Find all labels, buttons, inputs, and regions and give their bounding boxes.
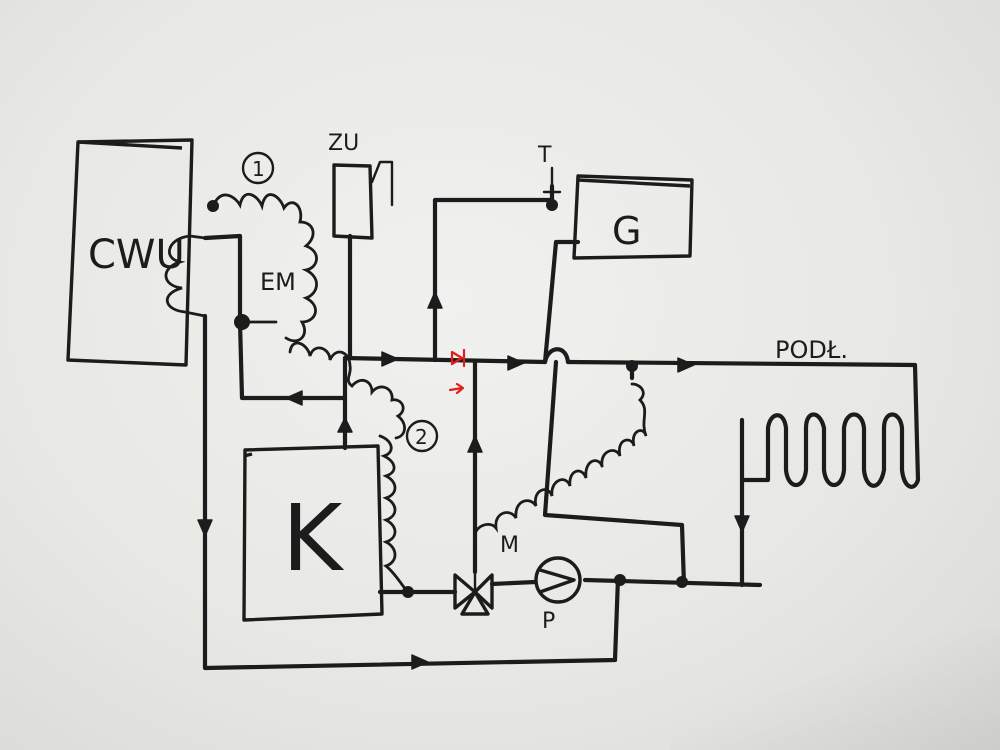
boiler-label: K	[282, 485, 345, 592]
flow-arrow-right	[381, 351, 399, 367]
t-label: T	[537, 143, 552, 168]
p-label: P	[542, 609, 555, 634]
junction-dot	[676, 576, 688, 588]
cwu-tank: CWU	[66, 138, 194, 367]
generator-g: G	[572, 174, 694, 260]
flow-arrow-up	[427, 291, 443, 309]
flow-arrow-down	[734, 515, 750, 533]
em-label: EM	[260, 268, 296, 296]
pump-p: P	[534, 556, 582, 634]
pipe-network	[202, 183, 921, 671]
temperature-sensor-t: T	[537, 143, 562, 194]
junction-dot	[546, 199, 558, 211]
sensor-wires	[211, 192, 648, 594]
flow-arrow-up	[337, 417, 353, 433]
flow-arrow-down	[197, 519, 213, 537]
cwu-heat-coil	[164, 234, 207, 318]
generator-label: G	[612, 209, 641, 253]
m-label: M	[500, 533, 519, 558]
podl-label: PODŁ.	[775, 336, 848, 364]
zu-tank: ZU	[328, 131, 394, 240]
flow-arrow-right	[677, 357, 695, 373]
flow-arrow-right	[411, 654, 429, 670]
sensor-1: 1	[241, 151, 275, 185]
flow-arrows	[197, 291, 750, 670]
flow-arrow-up	[467, 435, 483, 453]
flow-arrow-left	[285, 390, 303, 406]
junction-dot	[614, 574, 626, 586]
red-check-valve-marker	[448, 348, 466, 395]
sensor-2: 2	[405, 419, 439, 453]
junction-dot	[626, 360, 638, 372]
sensor-2-label: 2	[415, 425, 428, 449]
boiler-k: K	[242, 444, 384, 622]
mixing-valve-m: M	[453, 533, 519, 616]
sensor-1-label: 1	[252, 157, 265, 181]
zu-label: ZU	[328, 131, 359, 156]
flow-arrow-right	[507, 355, 525, 371]
